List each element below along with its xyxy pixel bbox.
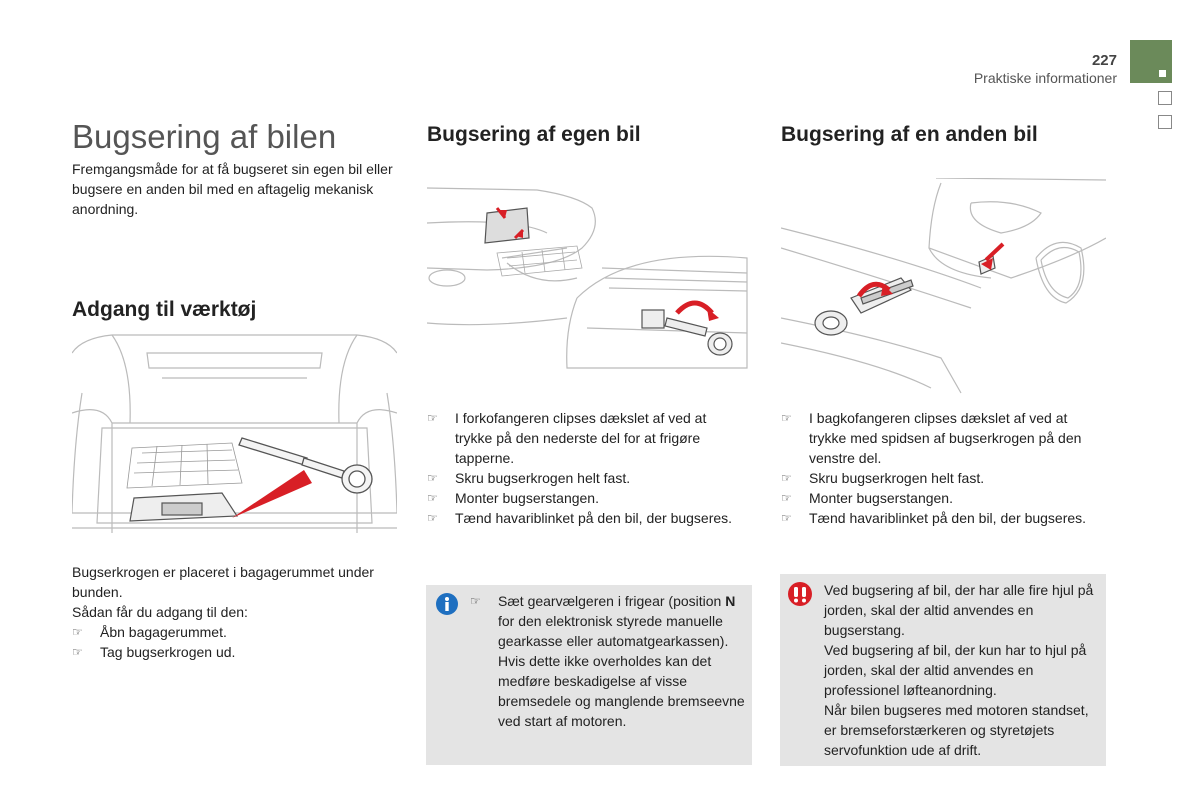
page-number: 227	[1091, 52, 1117, 69]
intro-text: Fremgangsmåde for at få bugseret sin ege…	[72, 161, 393, 217]
list-item: ☞Sæt gearvælgeren i frigear (position N …	[470, 593, 736, 649]
other-car-steps: ☞I bagkofangeren clipses dækslet af ved …	[781, 408, 1101, 528]
own-car-heading: Bugsering af egen bil	[427, 123, 641, 146]
front-bumper-illustration	[427, 187, 748, 369]
warning-icon	[788, 582, 812, 606]
section-label: Praktiske informationer	[973, 70, 1117, 86]
bullet-icon: ☞	[781, 471, 792, 485]
list-item: ☞Skru bugserkrogen helt fast.	[781, 470, 985, 486]
list-item: ☞I forkofangeren clipses dækslet af ved …	[427, 410, 707, 466]
info-note-list: ☞Sæt gearvælgeren i frigear (position N …	[470, 591, 745, 731]
list-item: ☞I bagkofangeren clipses dækslet af ved …	[781, 410, 1082, 466]
page-title: Bugsering af bilen	[72, 118, 337, 155]
tools-para-2: Sådan får du adgang til den:	[72, 604, 248, 620]
chapter-tab	[1158, 91, 1172, 105]
bullet-icon: ☞	[427, 491, 438, 505]
bullet-icon: ☞	[470, 594, 481, 608]
list-item: Hvis dette ikke overholdes kan det medfø…	[498, 653, 745, 729]
bullet-icon: ☞	[781, 511, 792, 525]
own-car-steps: ☞I forkofangeren clipses dækslet af ved …	[427, 408, 747, 528]
list-item: ☞Tænd havariblinket på den bil, der bugs…	[427, 510, 733, 526]
bullet-icon: ☞	[427, 471, 438, 485]
bullet-icon: ☞	[781, 491, 792, 505]
bullet-icon: ☞	[72, 645, 83, 659]
list-item: ☞Tag bugserkrogen ud.	[72, 644, 236, 660]
info-icon	[436, 593, 458, 615]
chapter-tab-active	[1130, 40, 1172, 83]
tools-text: Bugserkrogen er placeret i bagagerummet …	[72, 562, 402, 662]
list-item: ☞Tænd havariblinket på den bil, der bugs…	[781, 510, 1087, 526]
other-car-text: ☞I bagkofangeren clipses dækslet af ved …	[781, 408, 1101, 528]
info-note: ☞Sæt gearvælgeren i frigear (position N …	[426, 585, 752, 765]
warning-para-2: Ved bugsering af bil, der kun har to hju…	[824, 642, 1087, 698]
list-item: ☞Monter bugserstangen.	[781, 490, 953, 506]
warning-para-3: Når bilen bugseres med motoren standset,…	[824, 702, 1089, 758]
tools-steps: ☞Åbn bagagerummet. ☞Tag bugserkrogen ud.	[72, 622, 402, 662]
other-car-heading: Bugsering af en anden bil	[781, 123, 1038, 146]
warning-para-1: Ved bugsering af bil, der har alle fire …	[824, 582, 1094, 638]
list-item: ☞Monter bugserstangen.	[427, 490, 599, 506]
list-item: ☞Skru bugserkrogen helt fast.	[427, 470, 631, 486]
bullet-icon: ☞	[781, 411, 792, 425]
warning-note: Ved bugsering af bil, der har alle fire …	[780, 574, 1106, 766]
list-item: ☞Åbn bagagerummet.	[72, 624, 227, 640]
tools-heading: Adgang til værktøj	[72, 298, 257, 321]
bullet-icon: ☞	[427, 511, 438, 525]
rear-bumper-illustration	[781, 178, 1106, 394]
trunk-illustration	[72, 334, 397, 533]
bullet-icon: ☞	[427, 411, 438, 425]
tools-para-1: Bugserkrogen er placeret i bagagerummet …	[72, 564, 374, 600]
own-car-text: ☞I forkofangeren clipses dækslet af ved …	[427, 408, 747, 528]
bullet-icon: ☞	[72, 625, 83, 639]
chapter-tab	[1158, 115, 1172, 129]
